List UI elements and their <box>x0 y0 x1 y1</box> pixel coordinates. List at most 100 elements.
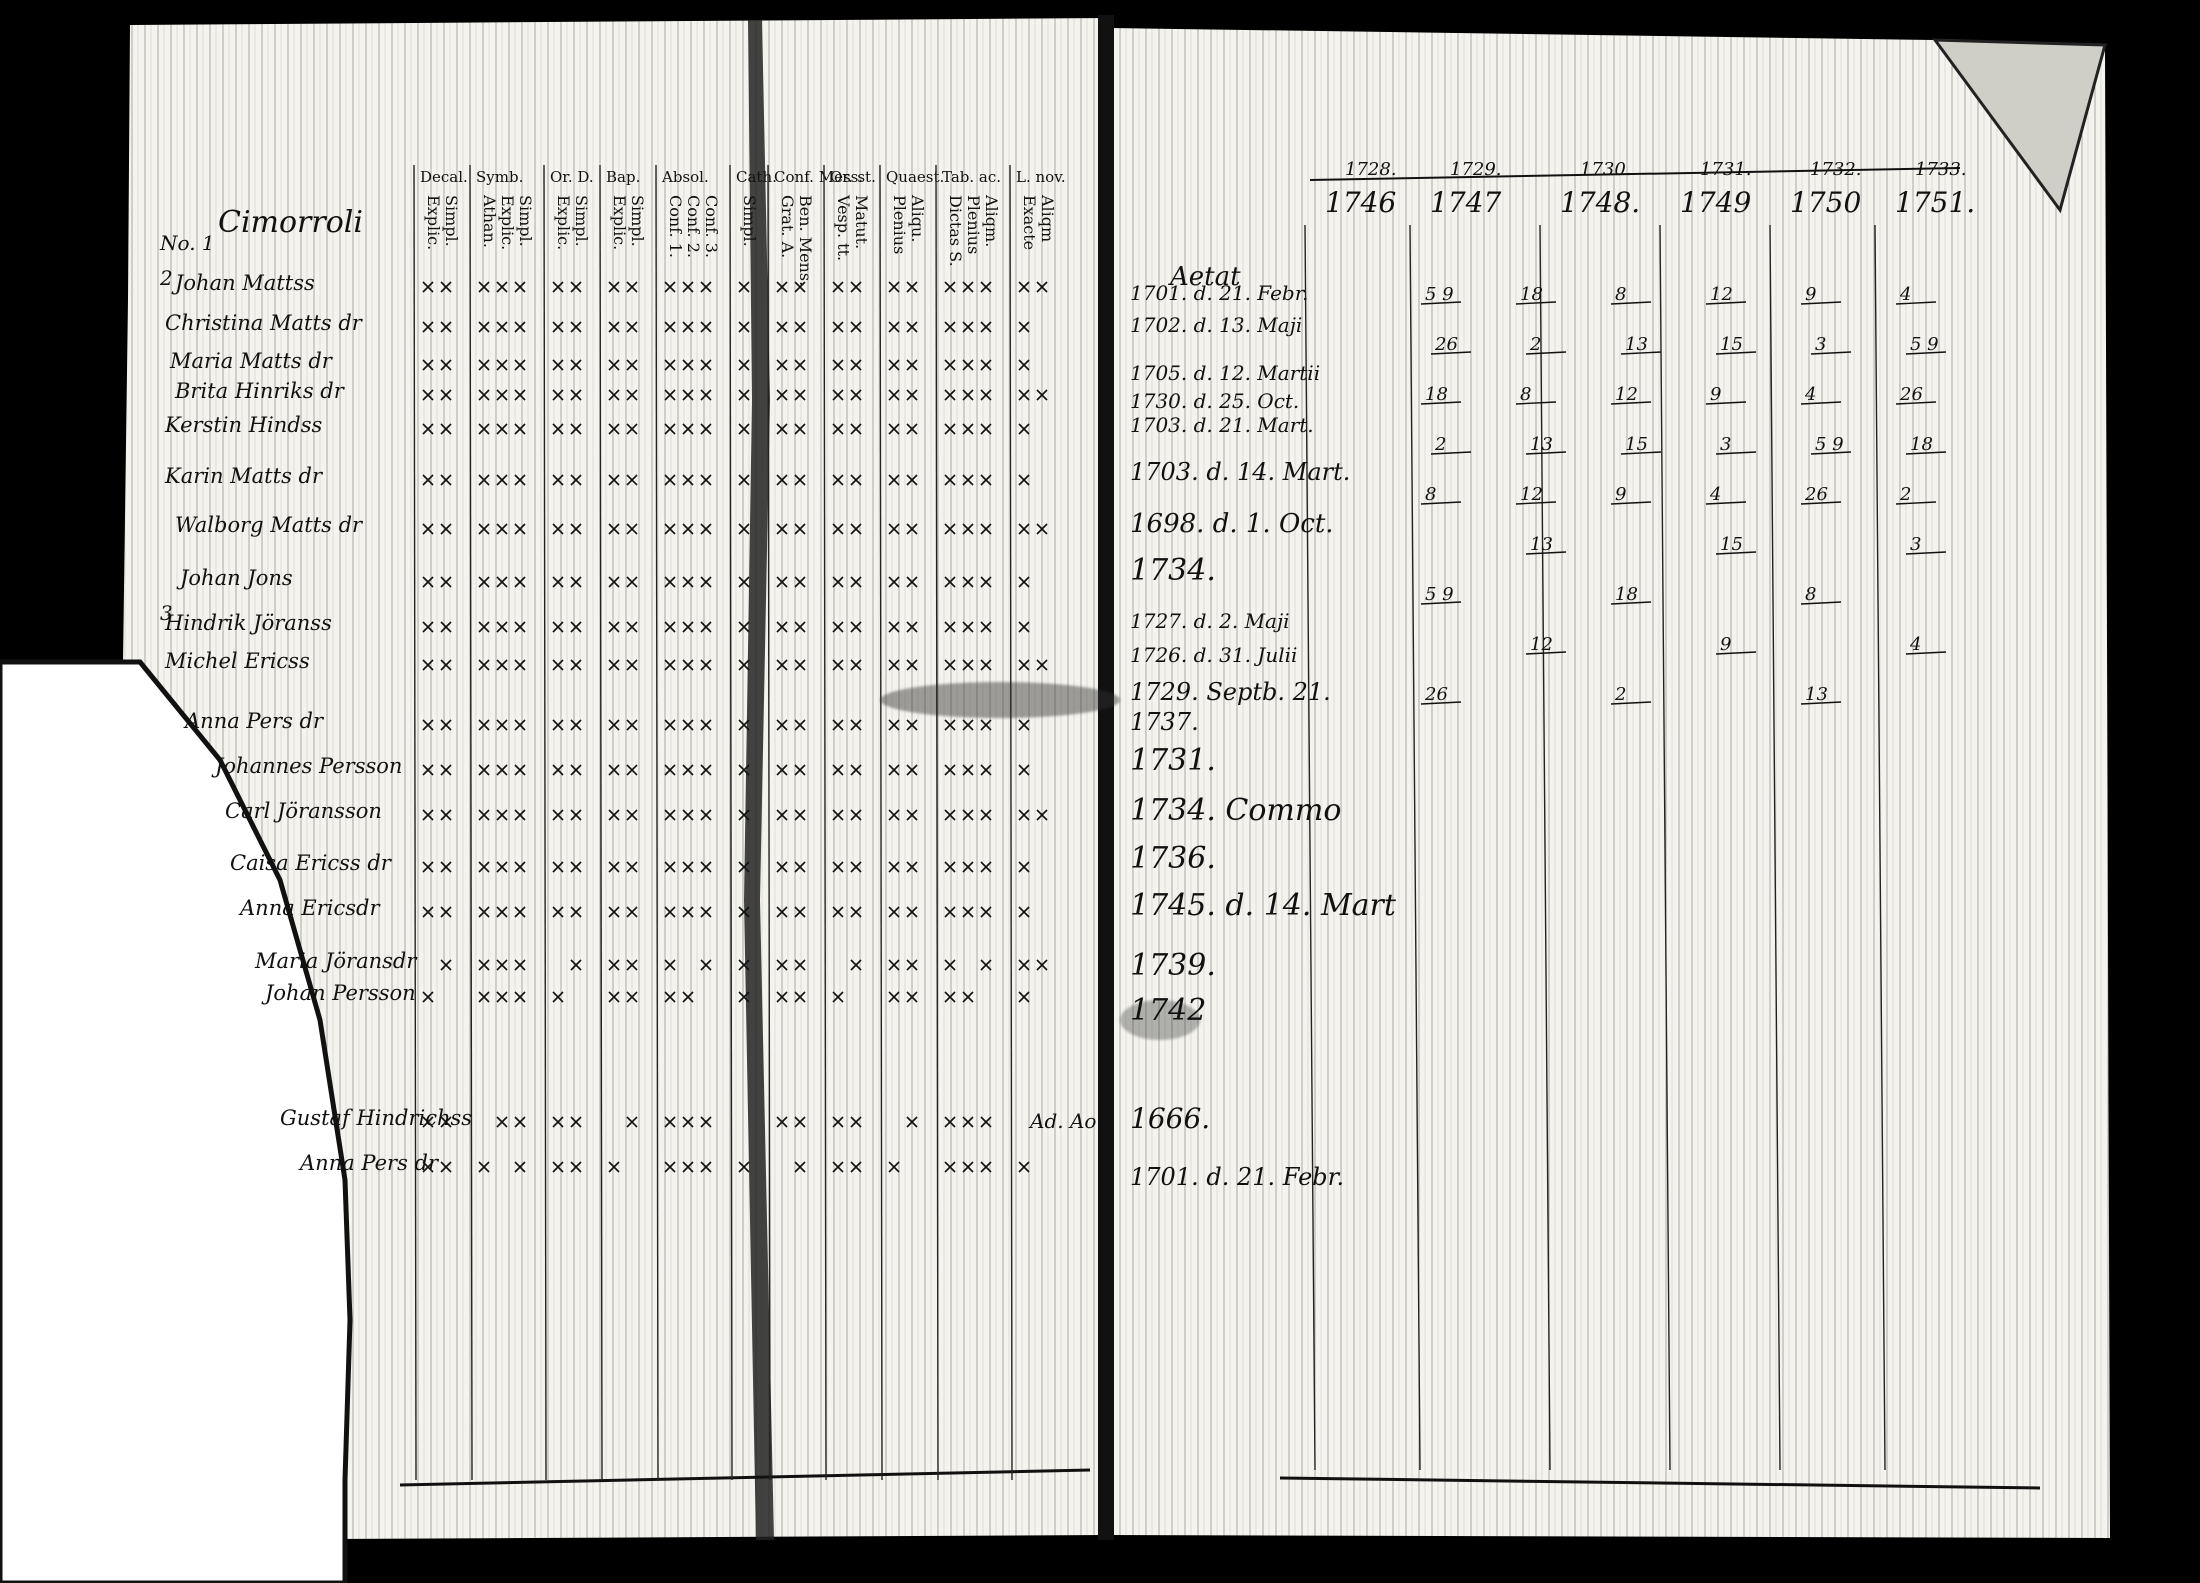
row-name: Johan Jons <box>176 566 293 590</box>
tally-fraction: 3 <box>1910 534 1921 555</box>
header-label: Simpl. <box>740 195 759 247</box>
tally-mark <box>496 621 508 633</box>
tally-mark <box>794 523 806 535</box>
year-bottom: 1749 <box>1680 186 1751 219</box>
tally-mark <box>440 809 452 821</box>
tally-mark <box>478 1161 490 1173</box>
column-rule <box>935 164 939 1481</box>
tally-mark <box>888 1161 900 1173</box>
tally-mark <box>682 764 694 776</box>
fraction-bar <box>1610 501 1652 505</box>
fraction-bar <box>1905 451 1947 455</box>
tally-mark <box>682 719 694 731</box>
tally-mark <box>440 906 452 918</box>
tally-mark <box>850 861 862 873</box>
tally-fraction: 26 <box>1899 384 1923 405</box>
tally-mark <box>888 576 900 588</box>
tally-mark <box>608 861 620 873</box>
tally-mark <box>776 621 788 633</box>
tally-mark <box>738 659 750 671</box>
tally-mark <box>440 474 452 486</box>
tally-mark <box>478 523 490 535</box>
tally-mark <box>682 991 694 1003</box>
tally-mark <box>1018 621 1030 633</box>
tally-mark <box>664 1116 676 1128</box>
tally-mark <box>776 991 788 1003</box>
tally-mark <box>700 423 712 435</box>
tally-mark <box>794 959 806 971</box>
tally-mark <box>496 809 508 821</box>
column-rule <box>879 164 883 1481</box>
tally-mark <box>422 359 434 371</box>
tally-mark <box>440 359 452 371</box>
fraction-bar <box>1525 651 1567 655</box>
tally-mark <box>682 861 694 873</box>
tally-mark <box>738 389 750 401</box>
tally-mark <box>608 764 620 776</box>
tally-mark <box>738 719 750 731</box>
tally-mark <box>962 1116 974 1128</box>
header-group-label: Cath. <box>736 168 777 186</box>
tally-mark <box>478 991 490 1003</box>
tally-mark <box>962 719 974 731</box>
tally-fraction: 2 <box>1529 334 1541 355</box>
tally-mark <box>1018 423 1030 435</box>
tally-mark <box>906 523 918 535</box>
tally-mark <box>944 474 956 486</box>
fraction-bar <box>1610 701 1652 705</box>
header-label: Explic. <box>424 195 443 250</box>
tally-mark <box>794 861 806 873</box>
birth-entry: 1701. d. 21. Febr. <box>1130 281 1308 305</box>
tally-mark <box>738 359 750 371</box>
header-label: Simpl. <box>442 195 461 247</box>
tally-mark <box>776 959 788 971</box>
tally-mark <box>906 621 918 633</box>
tally-mark <box>962 659 974 671</box>
tally-mark <box>980 321 992 333</box>
tally-mark <box>552 281 564 293</box>
tally-mark <box>1018 1161 1030 1173</box>
tally-mark <box>422 861 434 873</box>
tally-mark <box>422 281 434 293</box>
tally-mark <box>422 389 434 401</box>
tally-mark <box>962 523 974 535</box>
tally-mark <box>608 321 620 333</box>
tally-mark <box>496 423 508 435</box>
tally-mark <box>514 659 526 671</box>
tally-fraction: 9 <box>1710 384 1721 405</box>
tally-mark <box>794 281 806 293</box>
tally-mark <box>440 576 452 588</box>
tally-mark <box>738 906 750 918</box>
fraction-bar <box>1420 601 1462 605</box>
tally-mark <box>1018 359 1030 371</box>
tally-mark <box>440 321 452 333</box>
row-name: Anna Pers dr <box>183 709 325 733</box>
tally-mark <box>906 1116 918 1128</box>
tally-mark <box>776 719 788 731</box>
header-label: Dictas S. <box>946 195 965 267</box>
column-rule <box>767 164 771 1481</box>
birth-entry: 1742 <box>1130 993 1206 1028</box>
header-label: Plenius <box>890 195 909 254</box>
tally-mark <box>422 321 434 333</box>
tally-mark <box>626 389 638 401</box>
header-label: Simpl. <box>628 195 647 247</box>
tally-mark <box>906 389 918 401</box>
tally-mark <box>570 281 582 293</box>
header-group-label: Quaest. <box>886 168 944 186</box>
header-group: Conf. Mess.Grat. A.Ben. Mens. <box>767 164 863 1481</box>
fraction-bar <box>1620 351 1662 355</box>
tally-mark <box>682 659 694 671</box>
tally-mark <box>514 389 526 401</box>
tally-mark <box>850 281 862 293</box>
tally-mark <box>608 389 620 401</box>
row-number: No. 1 <box>159 231 215 255</box>
row-name: Maria Jöransdr <box>254 949 418 973</box>
tally-mark <box>626 719 638 731</box>
tally-mark <box>794 906 806 918</box>
header-group-label: Bap. <box>606 168 640 186</box>
tally-mark <box>664 474 676 486</box>
tally-mark <box>980 959 992 971</box>
